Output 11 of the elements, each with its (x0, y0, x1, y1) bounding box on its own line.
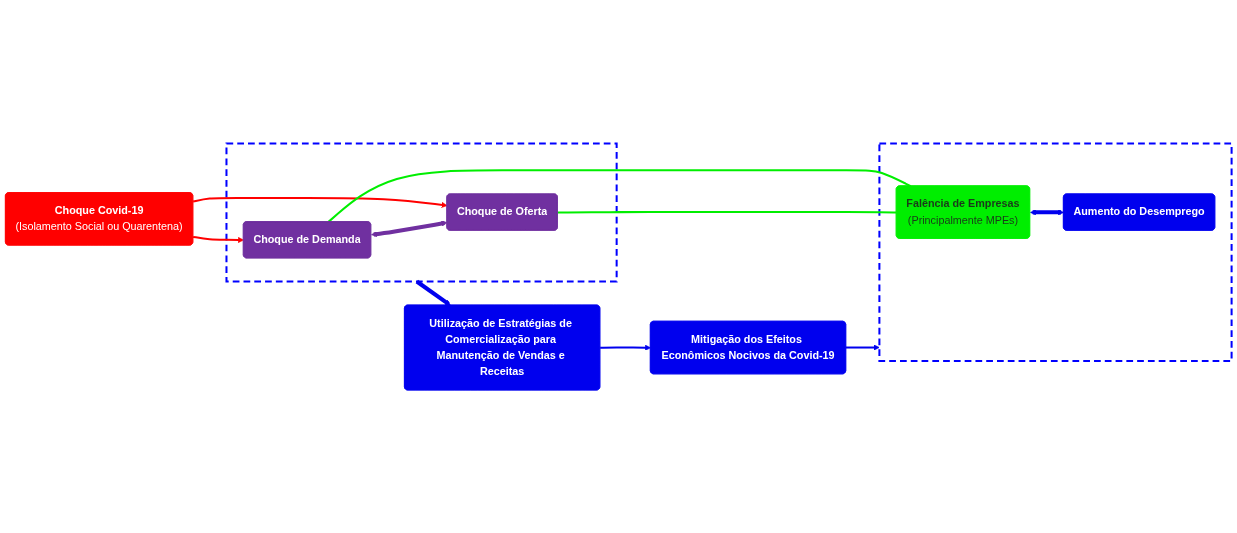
connector (327, 169, 912, 223)
arrow (1030, 209, 1064, 216)
cluster (878, 142, 1233, 362)
arrow (415, 279, 451, 306)
arrow (845, 344, 880, 351)
arrow (371, 220, 448, 237)
arrow (192, 196, 448, 208)
arrow (192, 235, 244, 243)
cluster (225, 142, 618, 283)
connector (557, 210, 897, 214)
arrow (600, 344, 651, 351)
